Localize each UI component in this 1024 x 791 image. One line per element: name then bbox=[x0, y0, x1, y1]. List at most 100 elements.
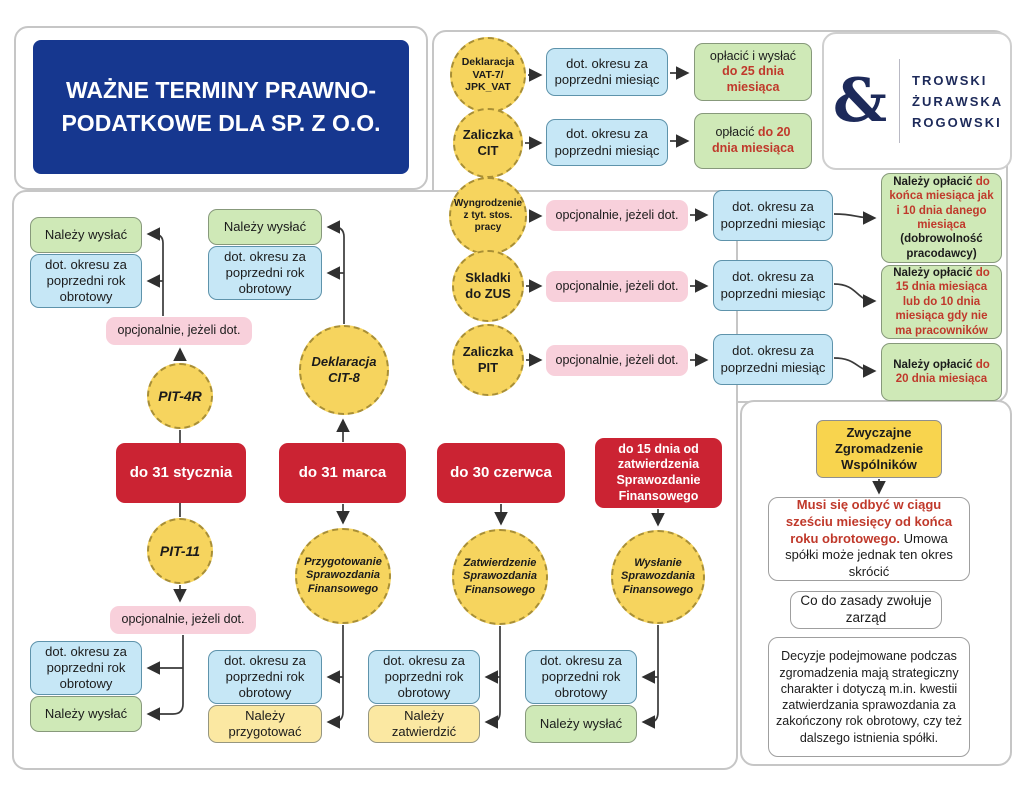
period-year-box-pit11: dot. okresu za poprzedni rok obrotowy bbox=[30, 641, 142, 695]
deadline-box-pit: Należy opłacić do 20 dnia miesiąca bbox=[881, 343, 1002, 401]
optional-box-zus: opcjonalnie, jeżeli dot. bbox=[546, 271, 688, 302]
deadline-zus-red: do 15 dnia miesiąca lub do 10 dnia miesi… bbox=[895, 267, 990, 337]
deadline-salary-prefix: Należy opłacić bbox=[893, 175, 976, 188]
send-box-pit11-text: Należy wysłać bbox=[44, 705, 128, 721]
deadline-salary-suffix: (dobrowolność pracodawcy) bbox=[900, 233, 983, 260]
meeting-who-box: Co do zasady zwołuje zarząd bbox=[790, 591, 942, 629]
period-box-vat: dot. okresu za poprzedni miesiąc bbox=[546, 48, 668, 96]
period-box-cit: dot. okresu za poprzedni miesiąc bbox=[546, 119, 668, 166]
tax-circle-salary-label: Wyngrodzenie z tyt. stos. pracy bbox=[453, 198, 523, 233]
deadline-box-zus: Należy opłacić do 15 dnia miesiąca lub d… bbox=[881, 265, 1002, 339]
period-year-box-cit8: dot. okresu za poprzedni rok obrotowy bbox=[208, 246, 322, 300]
period-box-salary-text: dot. okresu za poprzedni miesiąc bbox=[720, 199, 826, 231]
tax-circle-zus: Skladki do ZUS bbox=[452, 250, 524, 322]
send-box-pit11: Należy wysłać bbox=[30, 696, 142, 732]
tax-circle-cit-label: Zaliczka CIT bbox=[462, 127, 514, 158]
deadline-june-text: do 30 czerwca bbox=[450, 463, 552, 481]
period-year-box-sendreport: dot. okresu za poprzedni rok obrotowy bbox=[525, 650, 637, 704]
deadline-after-approval-text: do 15 dnia od zatwierdzenia Sprawozdanie… bbox=[616, 441, 701, 503]
deadline-june-box: do 30 czerwca bbox=[437, 443, 565, 503]
optional-box-pit-text: opcjonalnie, jeżeli dot. bbox=[555, 352, 679, 367]
tax-circle-cit: Zaliczka CIT bbox=[453, 108, 523, 178]
meeting-rule-rest: Umowa spółki może jednak ten okres skróc… bbox=[785, 530, 953, 580]
ampersand-icon: & bbox=[832, 66, 888, 136]
logo-name-line3: ROGOWSKI bbox=[912, 114, 1002, 130]
meeting-rule-box: Musi się odbyć w ciągu sześciu miesięcy … bbox=[768, 497, 970, 581]
deadline-pit-prefix: Należy opłacić bbox=[893, 358, 976, 371]
circle-approve-report: Zatwierdzenie Sprawozdania Finansowego bbox=[452, 529, 548, 625]
optional-box-salary: opcjonalnie, jeżeli dot. bbox=[546, 200, 688, 231]
deadline-after-approval-box: do 15 dnia od zatwierdzenia Sprawozdanie… bbox=[595, 438, 722, 508]
period-box-zus-text: dot. okresu za poprzedni miesiąc bbox=[720, 269, 826, 301]
action-box-approve: Należy zatwierdzić bbox=[368, 705, 480, 743]
send-box-cit8-text: Należy wysłać bbox=[223, 218, 307, 234]
deadline-january-text: do 31 stycznia bbox=[129, 463, 233, 481]
deadline-march-box: do 31 marca bbox=[279, 443, 406, 503]
deadline-box-zus-text: Należy opłacić do 15 dnia miesiąca lub d… bbox=[888, 266, 995, 338]
form-circle-pit4r-label: PIT-4R bbox=[158, 387, 202, 404]
page-title-text: WAŻNE TERMINY PRAWNO-PODATKOWE DLA SP. Z… bbox=[61, 76, 381, 136]
deadline-box-salary: Należy opłacić do końca miesiąca jak i 1… bbox=[881, 173, 1002, 263]
deadline-zus-prefix: Należy opłacić bbox=[893, 267, 976, 280]
action-box-approve-text: Należy zatwierdzić bbox=[391, 707, 457, 739]
circle-send-report: Wysłanie Sprawozdania Finansowego bbox=[611, 530, 705, 624]
optional-box-pit: opcjonalnie, jeżeli dot. bbox=[546, 345, 688, 376]
meeting-who-text: Co do zasady zwołuje zarząd bbox=[800, 593, 932, 625]
period-box-vat-text: dot. okresu za poprzedni miesiąc bbox=[554, 55, 660, 87]
period-box-pit: dot. okresu za poprzedni miesiąc bbox=[713, 334, 833, 385]
optional-box-zus-text: opcjonalnie, jeżeli dot. bbox=[555, 278, 679, 293]
deadline-vat-red: do 25 dnia miesiąca bbox=[722, 64, 784, 94]
period-year-box-prepare: dot. okresu za poprzedni rok obrotowy bbox=[208, 650, 322, 704]
deadline-box-pit-text: Należy opłacić do 20 dnia miesiąca bbox=[888, 358, 995, 387]
period-box-cit-text: dot. okresu za poprzedni miesiąc bbox=[554, 126, 660, 158]
send-box-pit4r-text: Należy wysłać bbox=[44, 226, 128, 242]
meeting-header-box: Zwyczajne Zgromadzenie Wspólników bbox=[816, 420, 942, 478]
action-box-sendreport: Należy wysłać bbox=[525, 705, 637, 743]
period-year-box-prepare-text: dot. okresu za poprzedni rok obrotowy bbox=[224, 652, 306, 701]
form-circle-cit8-label: Deklaracja CIT-8 bbox=[311, 354, 377, 385]
deadline-pit-red: do 20 dnia miesiąca bbox=[895, 358, 990, 385]
meeting-rule-red: Musi się odbyć w ciągu sześciu miesięcy … bbox=[785, 496, 953, 546]
send-box-cit8: Należy wysłać bbox=[208, 209, 322, 245]
circle-send-report-label: Wysłanie Sprawozdania Finansowego bbox=[621, 557, 695, 596]
meeting-header-text: Zwyczajne Zgromadzenie Wspólników bbox=[834, 424, 924, 473]
meeting-rule-text: Musi się odbyć w ciągu sześciu miesięcy … bbox=[775, 497, 963, 581]
form-circle-cit8: Deklaracja CIT-8 bbox=[299, 325, 389, 415]
logo-name-line2: ŻURAWSKA bbox=[912, 93, 1004, 109]
meeting-details-box: Decyzje podejmowane podczas zgromadzenia… bbox=[768, 637, 970, 757]
tax-circle-pit-label: Zaliczka PIT bbox=[462, 344, 514, 375]
circle-prepare-report-label: Przygotowanie Sprawozdania Finansowego bbox=[304, 556, 382, 595]
optional-box-pit4r: opcjonalnie, jeżeli dot. bbox=[106, 317, 252, 345]
period-year-box-approve: dot. okresu za poprzedni rok obrotowy bbox=[368, 650, 480, 704]
period-year-box-pit11-text: dot. okresu za poprzedni rok obrotowy bbox=[45, 643, 127, 692]
deadline-box-vat: opłacić i wysłać do 25 dnia miesiąca bbox=[694, 43, 812, 101]
action-box-prepare-text: Należy przygotować bbox=[228, 707, 302, 739]
logo-name-line1: TROWSKI bbox=[912, 72, 988, 88]
action-box-prepare: Należy przygotować bbox=[208, 705, 322, 743]
period-box-pit-text: dot. okresu za poprzedni miesiąc bbox=[720, 343, 826, 375]
period-year-box-sendreport-text: dot. okresu za poprzedni rok obrotowy bbox=[540, 652, 622, 701]
logo-panel bbox=[822, 32, 1012, 170]
page-title: WAŻNE TERMINY PRAWNO-PODATKOWE DLA SP. Z… bbox=[33, 40, 409, 174]
tax-circle-vat-label: Deklaracja VAT-7/ JPK_VAT bbox=[461, 56, 515, 94]
deadline-box-cit: opłacić do 20 dnia miesiąca bbox=[694, 113, 812, 169]
period-box-zus: dot. okresu za poprzedni miesiąc bbox=[713, 260, 833, 311]
deadline-vat-prefix: opłacić i wysłać bbox=[709, 48, 797, 63]
deadline-cit-prefix: opłacić bbox=[715, 125, 758, 140]
tax-circle-vat: Deklaracja VAT-7/ JPK_VAT bbox=[450, 37, 526, 113]
meeting-details-text: Decyzje podejmowane podczas zgromadzenia… bbox=[776, 649, 962, 745]
deadline-january-box: do 31 stycznia bbox=[116, 443, 246, 503]
deadline-salary-red: do końca miesiąca jak i 10 dnia danego m… bbox=[889, 175, 994, 231]
circle-approve-report-label: Zatwierdzenie Sprawozdania Finansowego bbox=[463, 557, 537, 596]
period-year-box-pit4r-text: dot. okresu za poprzedni rok obrotowy bbox=[45, 256, 127, 305]
period-year-box-approve-text: dot. okresu za poprzedni rok obrotowy bbox=[383, 652, 465, 701]
form-circle-pit11-label: PIT-11 bbox=[159, 542, 201, 559]
form-circle-pit11: PIT-11 bbox=[147, 518, 213, 584]
deadline-march-text: do 31 marca bbox=[298, 463, 387, 481]
deadline-cit-red: do 20 dnia miesiąca bbox=[712, 125, 794, 155]
tax-circle-pit: Zaliczka PIT bbox=[452, 324, 524, 396]
optional-box-salary-text: opcjonalnie, jeżeli dot. bbox=[555, 207, 679, 222]
deadline-box-vat-text: opłacić i wysłać do 25 dnia miesiąca bbox=[701, 49, 805, 96]
circle-prepare-report: Przygotowanie Sprawozdania Finansowego bbox=[295, 528, 391, 624]
